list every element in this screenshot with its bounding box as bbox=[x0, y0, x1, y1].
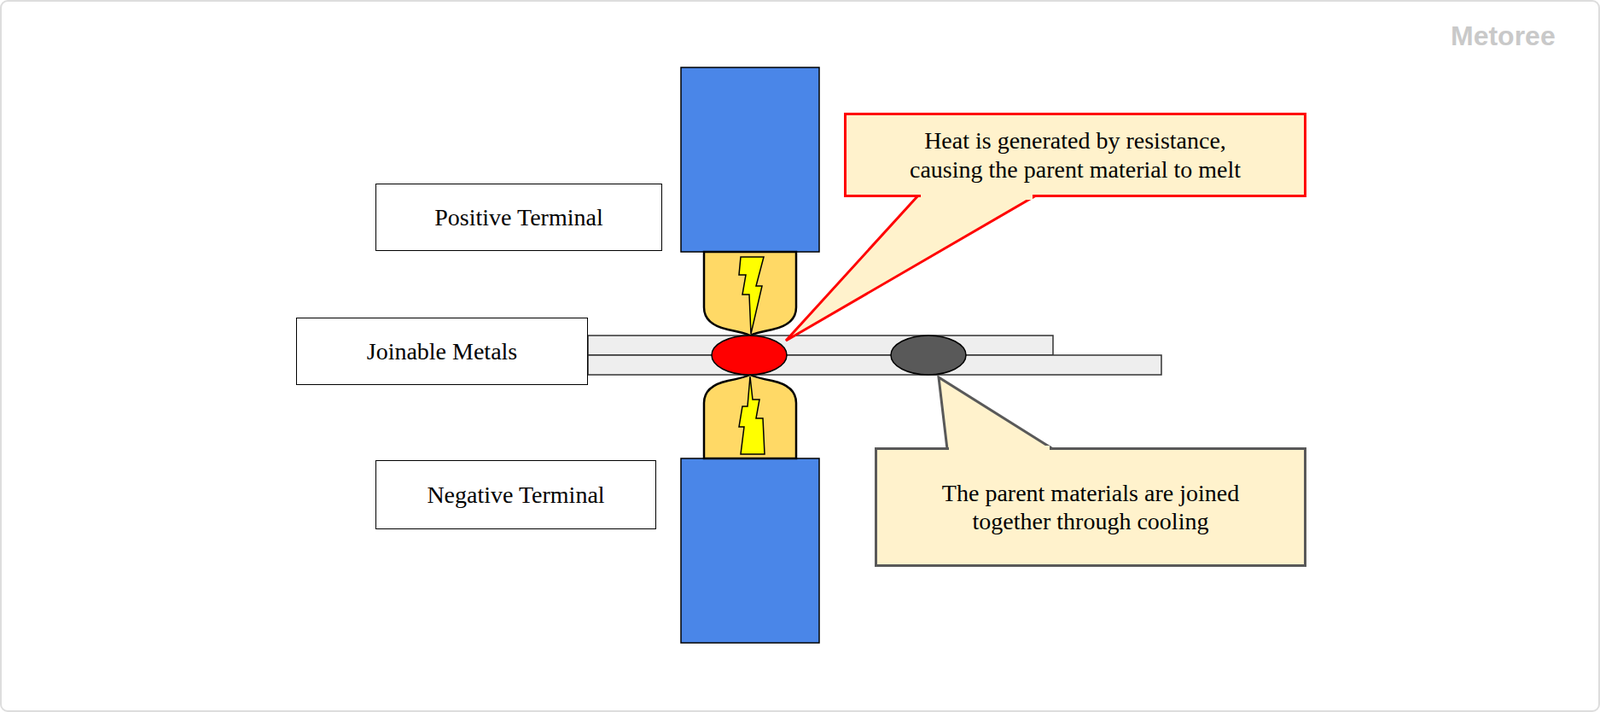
terminal-label-box: Negative Terminal bbox=[375, 459, 657, 530]
lower-metal-plate bbox=[587, 354, 1162, 375]
callout-pointer bbox=[938, 377, 1054, 449]
watermark: Metoree bbox=[1450, 20, 1556, 53]
callout-pointer bbox=[785, 195, 1036, 341]
cooled-weld bbox=[890, 335, 966, 375]
current-bolt bbox=[738, 256, 764, 334]
node-text: Negative Terminal bbox=[426, 480, 605, 509]
current-bolt bbox=[738, 376, 765, 454]
node-text: The parent materials are joined together… bbox=[911, 478, 1270, 536]
terminal-label-box: Positive Terminal bbox=[375, 183, 663, 251]
node-text: Positive Terminal bbox=[434, 203, 603, 232]
lower-electrode bbox=[680, 458, 820, 643]
molten-nugget bbox=[711, 335, 787, 375]
lower-electrode-tip bbox=[704, 374, 797, 459]
material-label-box: Joinable Metals bbox=[296, 317, 588, 385]
callout-box: Heat is generated by resistance, causing… bbox=[843, 112, 1307, 198]
upper-metal-plate bbox=[587, 335, 1054, 355]
callout-box: The parent materials are joined together… bbox=[874, 447, 1307, 567]
upper-electrode-tip bbox=[704, 251, 797, 336]
upper-electrode bbox=[680, 67, 820, 252]
node-text: Joinable Metals bbox=[366, 337, 518, 366]
node-text: Heat is generated by resistance, causing… bbox=[896, 126, 1255, 183]
